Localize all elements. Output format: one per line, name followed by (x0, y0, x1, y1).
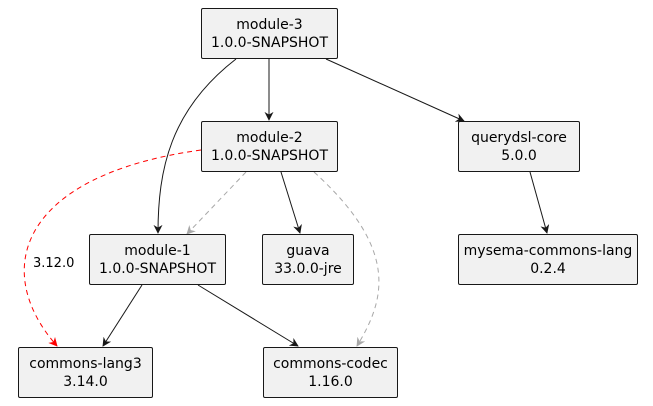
edge-querydsl-mysema (529, 171, 550, 234)
node-name: mysema-commons-lang (463, 242, 633, 259)
node-commons-lang3[interactable]: commons-lang3 3.14.0 (18, 347, 153, 398)
node-name: module-2 (236, 129, 303, 146)
node-version: 1.0.0-SNAPSHOT (210, 34, 329, 51)
node-querydsl-core[interactable]: querydsl-core 5.0.0 (458, 121, 580, 172)
edge-module2-commons-lang3-conflict (23, 149, 202, 347)
node-module-1[interactable]: module-1 1.0.0-SNAPSHOT (89, 234, 226, 285)
edge-module3-module1 (153, 58, 237, 234)
edge-module1-commons-lang3 (102, 284, 143, 347)
node-name: module-3 (236, 16, 303, 33)
node-name: guava (286, 242, 330, 259)
edge-module2-guava (280, 171, 302, 234)
edge-module2-module1 (186, 171, 247, 235)
node-name: commons-codec (273, 355, 388, 372)
node-mysema-commons-lang[interactable]: mysema-commons-lang 0.2.4 (458, 234, 638, 285)
node-commons-codec[interactable]: commons-codec 1.16.0 (263, 347, 398, 398)
edge-module2-commons-codec (313, 171, 380, 347)
node-module-3[interactable]: module-3 1.0.0-SNAPSHOT (201, 8, 338, 59)
conflict-version-label: 3.12.0 (33, 256, 75, 271)
node-version: 1.16.0 (308, 373, 353, 390)
node-version: 5.0.0 (501, 147, 537, 164)
node-version: 1.0.0-SNAPSHOT (98, 260, 217, 277)
node-name: commons-lang3 (29, 355, 142, 372)
edge-module3-querydsl (325, 58, 465, 122)
node-version: 33.0.0-jre (274, 260, 342, 277)
node-module-2[interactable]: module-2 1.0.0-SNAPSHOT (201, 121, 338, 172)
node-guava[interactable]: guava 33.0.0-jre (262, 234, 354, 285)
node-version: 0.2.4 (530, 260, 566, 277)
node-version: 3.14.0 (63, 373, 108, 390)
node-version: 1.0.0-SNAPSHOT (210, 147, 329, 164)
edge-module1-commons-codec (197, 284, 299, 347)
node-name: module-1 (124, 242, 191, 259)
node-name: querydsl-core (471, 129, 567, 146)
